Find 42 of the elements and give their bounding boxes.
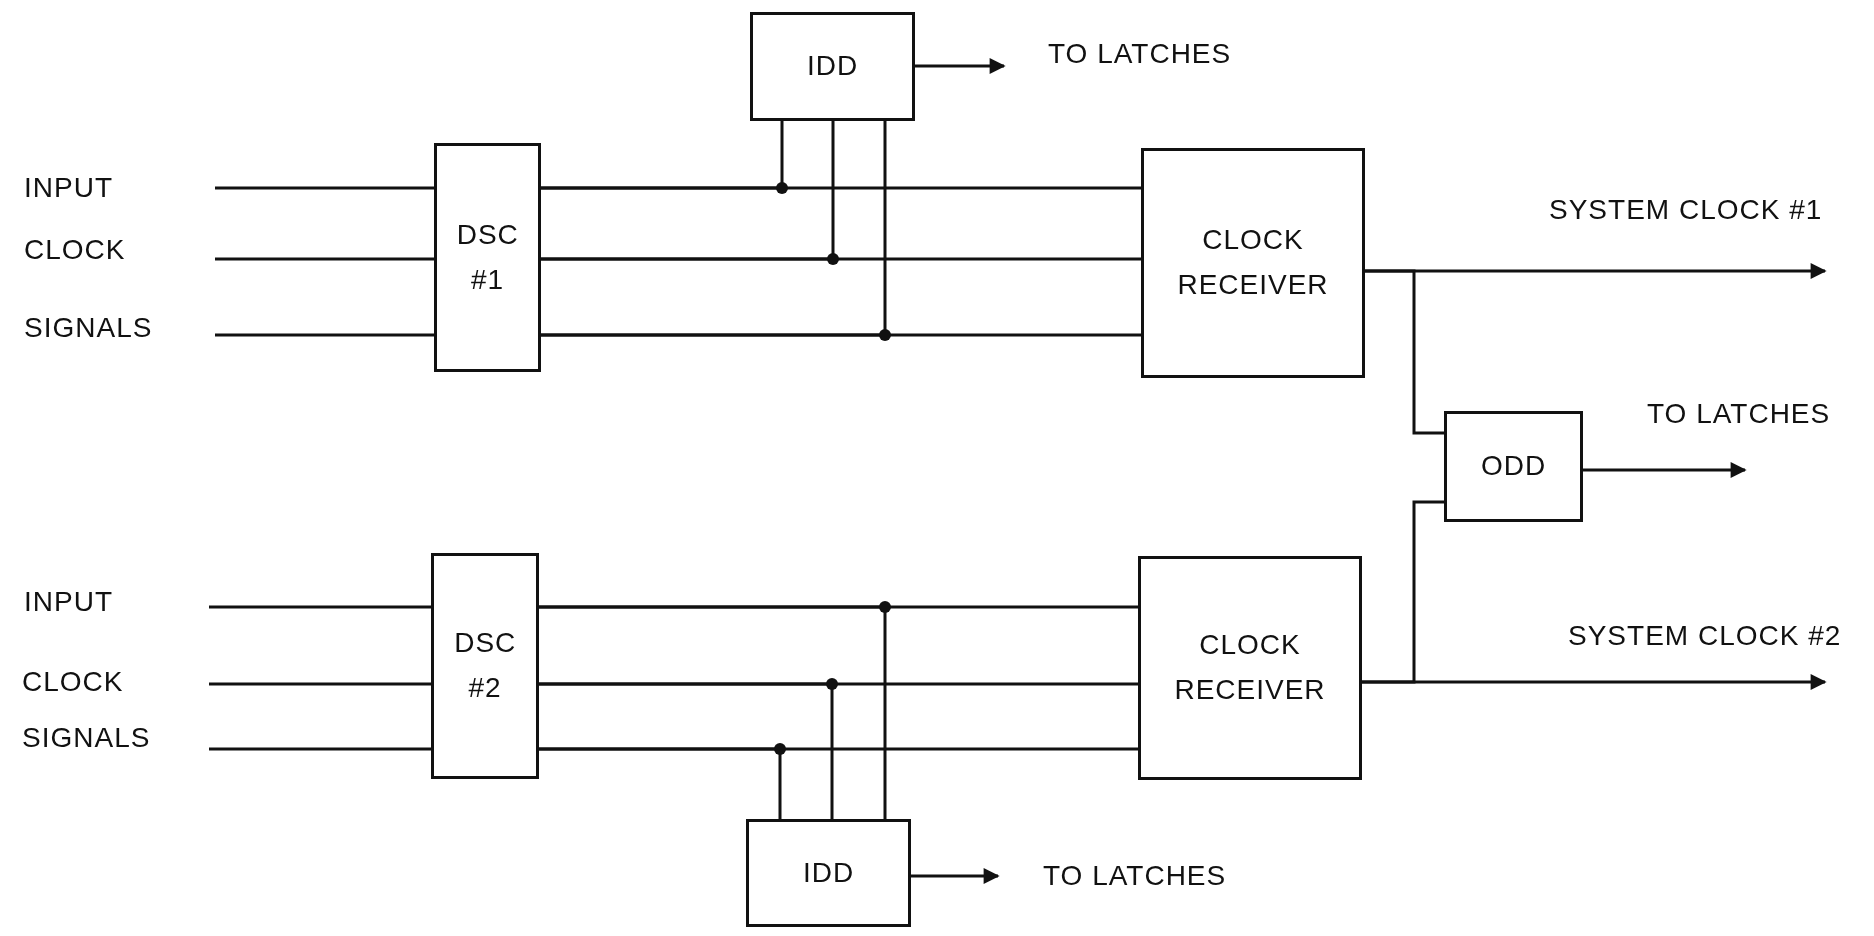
block-box bbox=[1444, 411, 1583, 522]
signal-label: SIGNALS bbox=[22, 724, 151, 752]
signal-line bbox=[1365, 269, 1444, 435]
signal-line bbox=[215, 257, 434, 261]
block-label: DSC #2 bbox=[454, 626, 516, 705]
arrow bbox=[1583, 462, 1747, 478]
signal-label: TO LATCHES bbox=[1043, 862, 1227, 890]
block-box bbox=[1138, 556, 1362, 780]
signal-label: CLOCK bbox=[24, 236, 126, 264]
signal-label: SIGNALS bbox=[24, 314, 153, 342]
signal-line bbox=[541, 121, 835, 261]
arrow bbox=[1362, 674, 1827, 690]
signal-label: TO LATCHES bbox=[1647, 400, 1831, 428]
signal-line bbox=[539, 747, 782, 819]
signal-label: INPUT bbox=[24, 588, 113, 616]
signal-line bbox=[539, 682, 834, 819]
arrow bbox=[911, 868, 1000, 884]
block-box bbox=[750, 12, 915, 121]
block-label: CLOCK RECEIVER bbox=[1173, 628, 1327, 707]
block-box bbox=[434, 143, 541, 372]
signal-label: CLOCK bbox=[22, 668, 124, 696]
signal-label: TO LATCHES bbox=[1048, 40, 1232, 68]
signal-line bbox=[541, 121, 784, 190]
signal-line bbox=[539, 605, 887, 819]
block-label: DSC #1 bbox=[456, 217, 519, 297]
block-box bbox=[431, 553, 539, 779]
arrow bbox=[915, 58, 1006, 74]
signal-line bbox=[209, 605, 431, 609]
signal-line bbox=[215, 186, 434, 190]
signal-line bbox=[541, 121, 887, 337]
signal-line bbox=[215, 333, 434, 337]
signal-label: SYSTEM CLOCK #1 bbox=[1549, 196, 1823, 224]
signal-line bbox=[209, 682, 431, 686]
block-box bbox=[1141, 148, 1365, 378]
signal-label: SYSTEM CLOCK #2 bbox=[1568, 622, 1842, 650]
block-label: CLOCK RECEIVER bbox=[1176, 223, 1330, 302]
block-label: IDD bbox=[802, 855, 855, 890]
block-label: ODD bbox=[1480, 449, 1547, 484]
signal-line bbox=[209, 747, 431, 751]
block-box bbox=[746, 819, 911, 927]
block-label: IDD bbox=[806, 49, 859, 84]
signal-label: INPUT bbox=[24, 174, 113, 202]
